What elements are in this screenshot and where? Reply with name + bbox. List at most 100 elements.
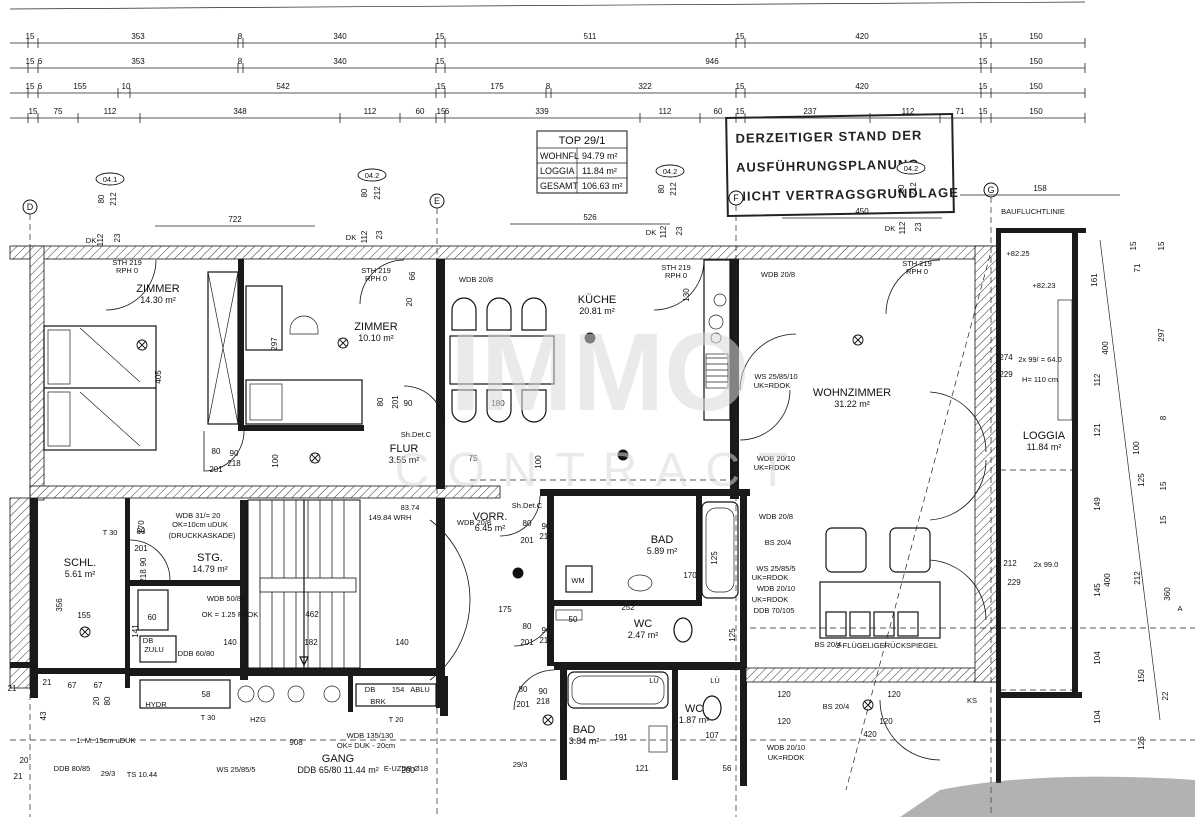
dimension-number: 100 (271, 454, 280, 468)
annotation: RPH 0 (365, 274, 387, 283)
room-area: 5.89 m² (647, 546, 678, 556)
annotation: WS 25/85/5 (216, 765, 255, 774)
annotation: UK=RDOK (754, 463, 790, 472)
dimension-number: 120 (879, 717, 893, 726)
annotation: WDB 20/10 (757, 584, 795, 593)
dimension-number: 201 (134, 544, 148, 553)
dimension-number: 90 (542, 626, 551, 635)
dimension-number: 155 (77, 611, 91, 620)
annotation: 1. M. 15cm uDUK (76, 736, 135, 745)
dimension-number: 23 (113, 233, 122, 242)
dimension-number: 112 (96, 233, 105, 246)
room-name: STG. (197, 552, 223, 564)
dimension-label: 8 (238, 32, 243, 41)
window-tag-ellipse (896, 161, 926, 175)
top-row-label: LOGGIA (540, 166, 575, 176)
dimension-number: 80 (519, 685, 528, 694)
dimension-number: 50 (569, 615, 578, 624)
annotation: UK=RDOK (754, 381, 790, 390)
dimension-number: 218 (539, 636, 553, 645)
dimension-number: 218 (227, 459, 241, 468)
dimension-chains (9, 1, 1086, 123)
annotation: DDB 70/105 (754, 606, 795, 615)
dimension-number: 229 (999, 370, 1013, 379)
dimension-label: 353 (131, 32, 145, 41)
dimension-number: 400 (1101, 341, 1110, 355)
dimension-number: 80 (97, 194, 106, 203)
dimension-number: 201 (516, 700, 530, 709)
watermark-line-2: CONTRACT (395, 444, 806, 497)
dimension-number: 145 (1093, 583, 1102, 597)
room-area: 14.79 m² (192, 564, 228, 574)
dimension-number: 112 (659, 225, 668, 238)
room-name: ZIMMER (136, 283, 179, 295)
dimension-number: 67 (68, 681, 77, 690)
dimension-label: 450 (855, 207, 869, 216)
dimension-label: 10 (122, 82, 131, 91)
planning-stamp: DERZEITIGER STAND DER AUSFÜHRUNGSPLANUNG… (725, 113, 959, 217)
dimension-label: 15 (736, 82, 745, 91)
annotation: 2-FLÜGELIGERÜCKSPIEGEL (836, 641, 938, 650)
dimension-number: 22 (1161, 691, 1170, 700)
dimension-number: 908 (289, 738, 303, 747)
dimension-number: 212 (109, 192, 118, 206)
dimension-label: 15 (26, 32, 35, 41)
window-tag-label: 04.2 (904, 164, 919, 173)
window-tag-ellipse (655, 164, 685, 178)
annotation: ABLU (410, 685, 430, 694)
room-name: BAD (651, 534, 674, 546)
grid-marker-label: F (733, 193, 739, 203)
dimension-number: 80 (137, 527, 146, 536)
dimension-number: 400 (1103, 573, 1112, 587)
dimension-number: 60 (148, 613, 157, 622)
window-tag-ellipse (95, 172, 125, 186)
annotation: WDB 20/8 (761, 270, 795, 279)
dimension-number: 229 (1007, 578, 1021, 587)
dimension-number: 104 (1093, 710, 1102, 724)
dimension-number: 140 (395, 638, 409, 647)
annotation: STH 219 (112, 258, 142, 267)
dimension-number: 71 (1133, 263, 1142, 272)
annotation: OK = 1.25 FBOK (202, 610, 258, 619)
annotation: DK (885, 224, 895, 233)
dimension-number: 297 (270, 337, 279, 351)
annotation: WDB 31/= 20 (176, 511, 221, 520)
annotation: A (1177, 604, 1182, 613)
annotation: 29/3 (513, 760, 528, 769)
room-area: 6.45 m² (475, 523, 506, 533)
annotation: RPH 0 (116, 266, 138, 275)
annotation: WDB 20/8 (759, 512, 793, 521)
top-row-value: 106.63 m² (582, 181, 623, 191)
dimension-label: 60 (714, 107, 723, 116)
dimension-number: 23 (675, 226, 684, 235)
dimension-number: 121 (635, 764, 649, 773)
dimension-label: 15 (437, 82, 446, 91)
dimension-number: 212 (909, 182, 918, 196)
dimension-number: 90 (404, 399, 413, 408)
annotation: LÜ (710, 676, 720, 685)
dimension-label: 348 (233, 107, 247, 116)
annotation: BRK (370, 697, 385, 706)
dimension-number: 20 (20, 756, 29, 765)
room-name: GANG (322, 753, 354, 765)
dimension-label: 15 (979, 107, 988, 116)
dimension-label: 112 (104, 107, 117, 116)
dimension-number: 125 (728, 628, 737, 642)
dimension-number: 170 (683, 571, 697, 580)
annotation: OK=10cm uDUK (172, 520, 228, 529)
annotation: 29/3 (101, 769, 116, 778)
dimension-number: 90 (230, 449, 239, 458)
room-area: 31.22 m² (834, 399, 870, 409)
room-area: 11.84 m² (1027, 442, 1062, 452)
annotation: BS 20/4 (815, 640, 842, 649)
dimension-label: 150 (1029, 107, 1043, 116)
annotation: BAUFLUCHTLINIE (1001, 207, 1065, 216)
dimension-number: 218 (539, 532, 553, 541)
room-name: WC (685, 703, 703, 715)
annotation: BS 20/4 (765, 538, 792, 547)
dimension-number: 201 (520, 536, 534, 545)
